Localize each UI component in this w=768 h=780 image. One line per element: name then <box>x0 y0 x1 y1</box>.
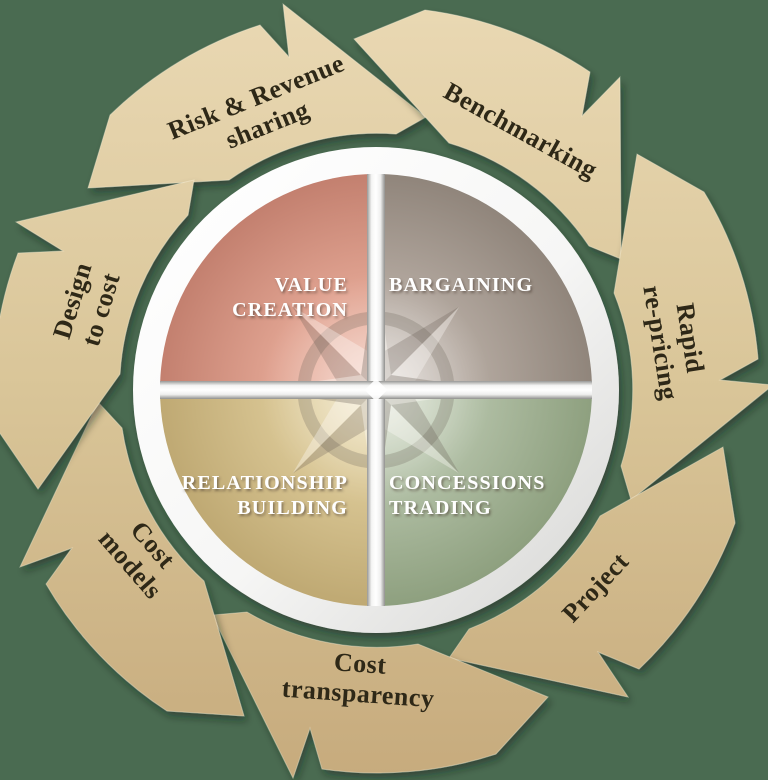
arrow-benchmarking <box>353 9 622 260</box>
arrow-project <box>448 446 736 698</box>
arrow-shape <box>448 446 736 698</box>
arrow-label-line: Cost <box>333 647 387 680</box>
arrow-shape <box>211 611 549 780</box>
arrow-shape <box>19 401 245 717</box>
arrow-design-to-cost <box>0 179 195 490</box>
arrow-shape <box>613 153 768 501</box>
arrow-shape <box>87 2 427 189</box>
arrow-shape <box>353 9 622 260</box>
quadrant-label-line: CREATION <box>232 299 348 321</box>
arrow-rapid-re-pricing <box>613 153 768 501</box>
compass-diagonal-points <box>292 306 460 474</box>
quadrant-label-line: VALUE <box>275 274 348 296</box>
quadrant-label-line: TRADING <box>389 497 492 519</box>
arrow-cost-models <box>19 401 245 717</box>
quadrant-label-line: BUILDING <box>237 497 348 519</box>
arrow-risk-revenue-sharing <box>87 2 427 189</box>
arrow-shape <box>0 179 195 490</box>
arrow-cost-transparency <box>211 611 549 780</box>
quadrant-label-line: RELATIONSHIP <box>182 472 348 494</box>
quadrant-labels: VALUE CREATION BARGAINING RELATIONSHIP B… <box>182 274 546 519</box>
quadrant-label-line: BARGAINING <box>389 274 533 296</box>
wheel-divider-cross <box>160 174 592 606</box>
cross-center-diamond <box>364 378 388 402</box>
quadrant-label-line: CONCESSIONS <box>389 472 546 494</box>
